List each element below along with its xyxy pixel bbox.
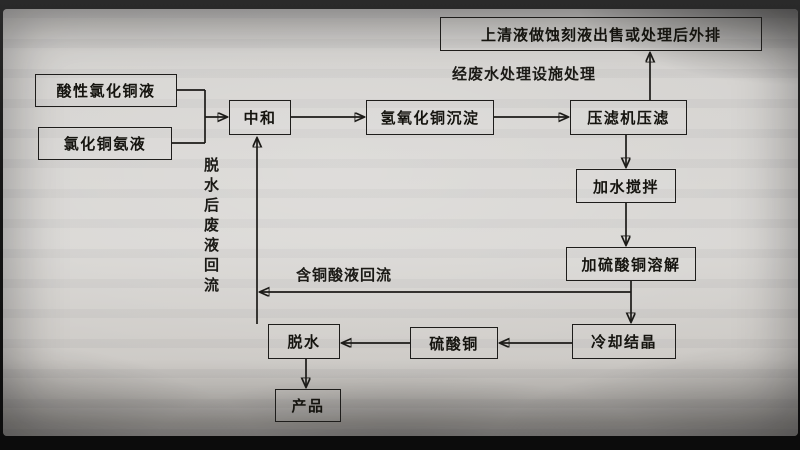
node-neutralize: 中和 (229, 100, 291, 135)
node-filter-press: 压滤机压滤 (570, 100, 687, 135)
label-acid-reflux: 含铜酸液回流 (296, 266, 393, 284)
label-dewater-reflux: 脱水后废液回流 (202, 157, 220, 297)
node-supernatant-out: 上清液做蚀刻液出售或处理后外排 (440, 17, 762, 51)
node-acidic-copper-chloride: 酸性氯化铜液 (35, 74, 177, 107)
node-product: 产品 (275, 389, 341, 422)
node-copper-hydroxide-precipitate: 氢氧化铜沉淀 (366, 100, 494, 135)
node-dewater: 脱水 (268, 324, 340, 359)
node-copper-sulfate: 硫酸铜 (410, 327, 498, 359)
node-copper-chloride-ammonia: 氯化铜氨液 (38, 127, 172, 160)
book-page (3, 9, 798, 436)
label-wastewater-treatment-note: 经废水处理设施处理 (452, 65, 597, 83)
node-cooling-crystallize: 冷却结晶 (572, 324, 676, 359)
node-add-sulfuric-dissolve: 加硫酸铜溶解 (566, 247, 696, 281)
node-add-water-stir: 加水搅拌 (576, 169, 676, 203)
